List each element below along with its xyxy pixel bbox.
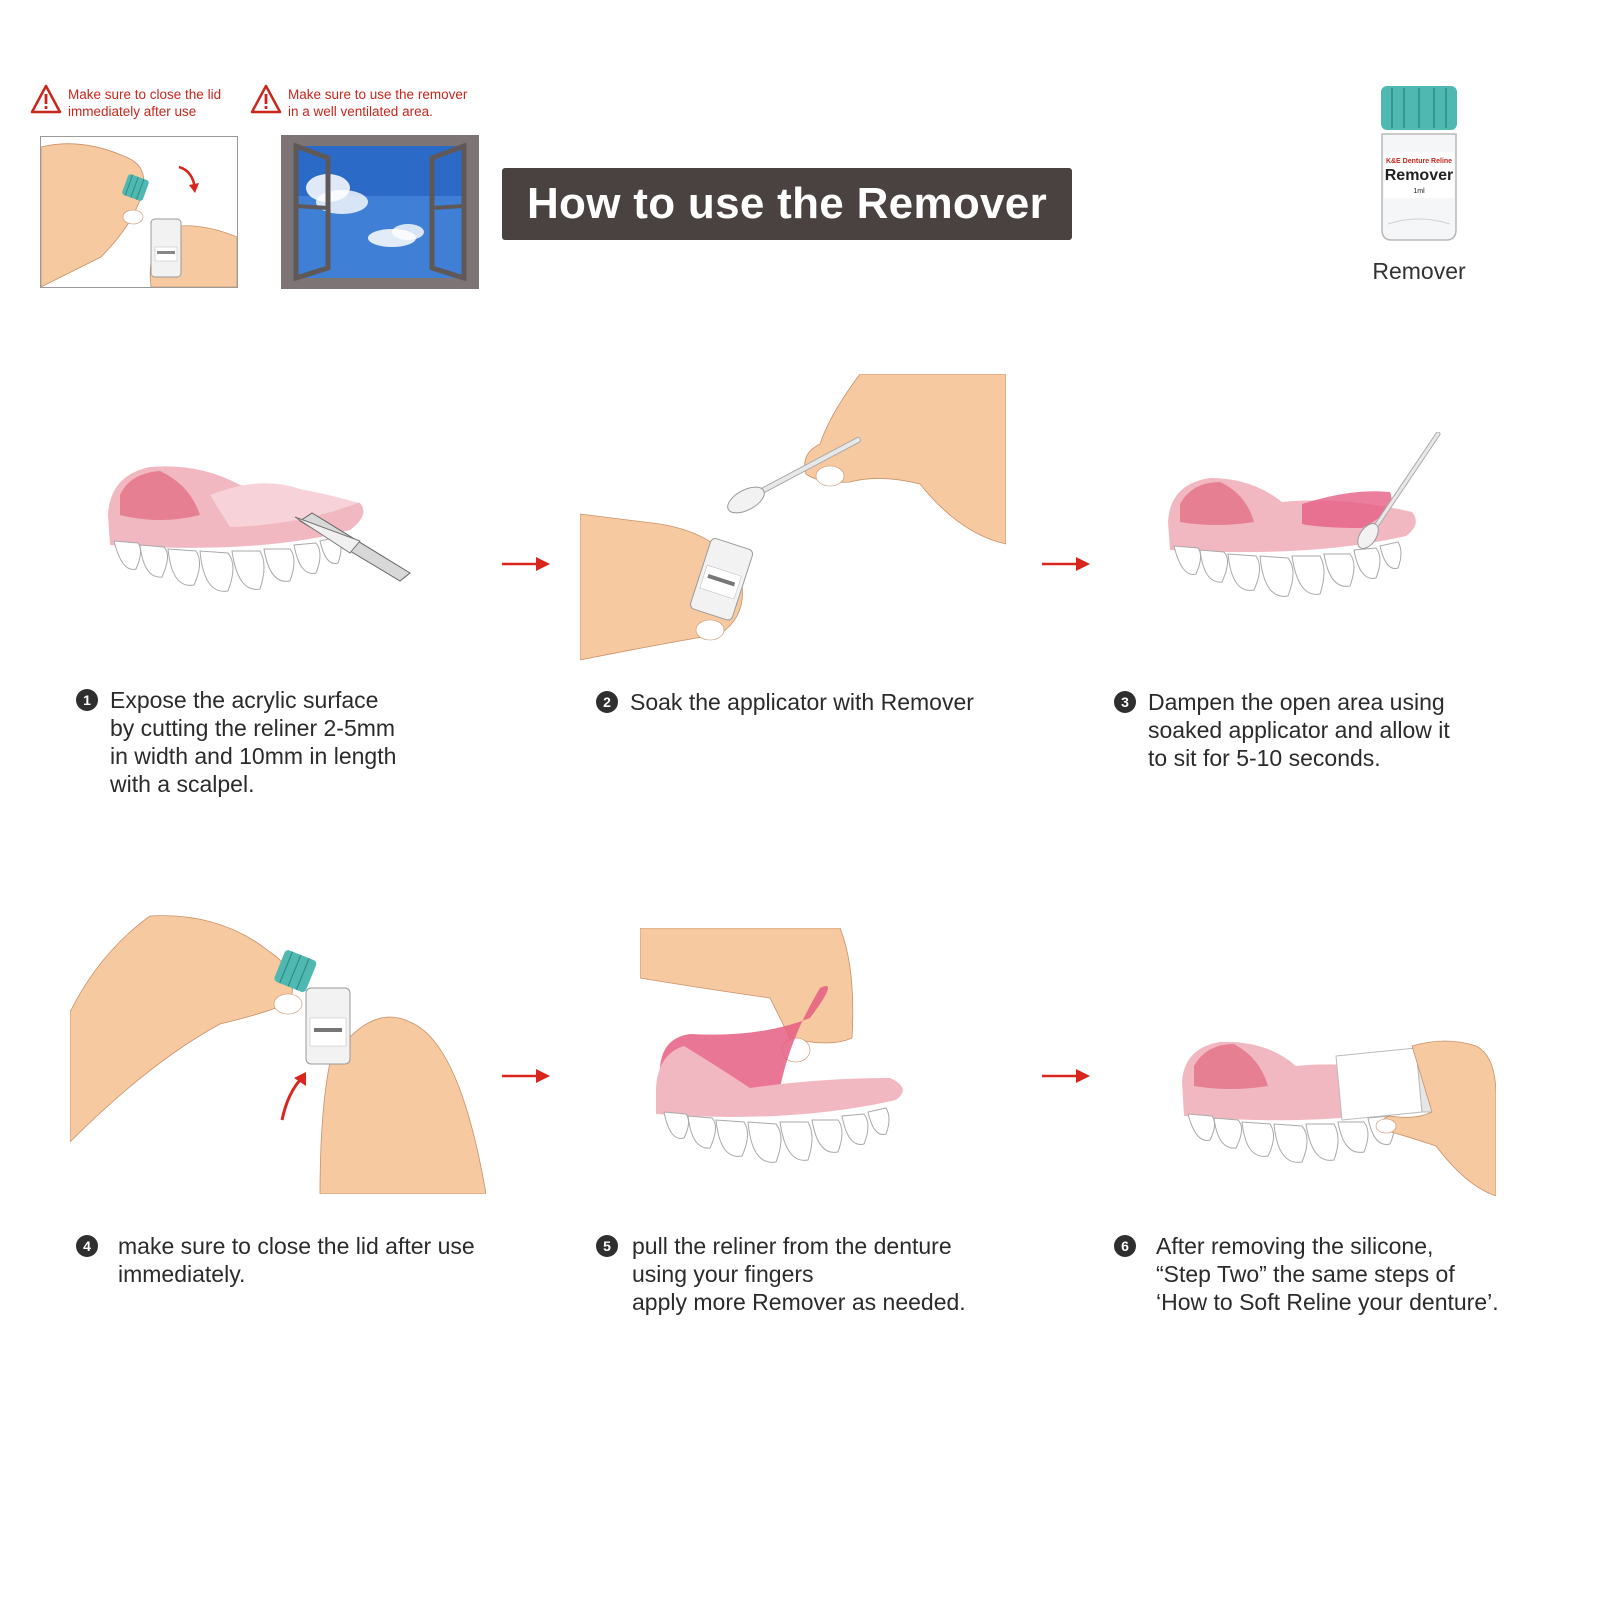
step-1: 1 Expose the acrylic surface by cutting … bbox=[76, 686, 396, 798]
page-title: How to use the Remover bbox=[502, 168, 1072, 240]
step-5: 5 pull the reliner from the denture usin… bbox=[596, 1232, 966, 1316]
step-text: Expose the acrylic surface by cutting th… bbox=[110, 687, 397, 797]
step3-illustration bbox=[1162, 432, 1452, 622]
bottle-brand: K&E Denture Reline bbox=[1385, 158, 1453, 165]
step-text: pull the reliner from the denture using … bbox=[632, 1233, 966, 1315]
warning-text: Make sure to close the lid immediately a… bbox=[68, 87, 222, 119]
arrow-right-icon bbox=[1042, 1069, 1090, 1083]
step-4: 4 make sure to close the lid after use i… bbox=[76, 1232, 475, 1288]
step-6: 6 After removing the silicone, “Step Two… bbox=[1114, 1232, 1499, 1316]
bottle-volume: 1ml bbox=[1413, 188, 1425, 195]
step2-illustration bbox=[580, 374, 1006, 660]
step6-illustration bbox=[1176, 1036, 1496, 1196]
warning-ventilation: Make sure to use the remover in a well v… bbox=[250, 84, 467, 120]
arrow-right-icon bbox=[502, 1069, 550, 1083]
step-text: After removing the silicone, “Step Two” … bbox=[1156, 1233, 1499, 1315]
ventilation-window-illustration bbox=[281, 135, 479, 289]
arrow-right-icon bbox=[502, 557, 550, 571]
step-2: 2 Soak the applicator with Remover bbox=[596, 688, 974, 716]
warning-triangle-icon bbox=[30, 84, 62, 114]
step-text: make sure to close the lid after use imm… bbox=[118, 1233, 475, 1287]
step-number: 4 bbox=[76, 1235, 98, 1257]
step-number: 2 bbox=[596, 691, 618, 713]
step1-illustration bbox=[100, 455, 420, 615]
step-number: 5 bbox=[596, 1235, 618, 1257]
warning-text: Make sure to use the remover in a well v… bbox=[288, 87, 468, 119]
step-3: 3 Dampen the open area using soaked appl… bbox=[1114, 688, 1450, 772]
step4-illustration bbox=[70, 912, 486, 1194]
bottle-name: Remover bbox=[1384, 167, 1454, 184]
warning-close-lid: Make sure to close the lid immediately a… bbox=[30, 84, 221, 120]
step-number: 6 bbox=[1114, 1235, 1136, 1257]
step5-illustration bbox=[640, 928, 916, 1178]
warning-triangle-icon bbox=[250, 84, 282, 114]
step-text: Soak the applicator with Remover bbox=[630, 689, 974, 715]
step-number: 1 bbox=[76, 689, 98, 711]
close-lid-illustration bbox=[40, 136, 238, 288]
product-label: Remover bbox=[1372, 258, 1466, 284]
step-number: 3 bbox=[1114, 691, 1136, 713]
arrow-right-icon bbox=[1042, 557, 1090, 571]
step-text: Dampen the open area using soaked applic… bbox=[1148, 689, 1450, 771]
remover-bottle: K&E Denture Reline Remover 1ml bbox=[1378, 84, 1460, 242]
